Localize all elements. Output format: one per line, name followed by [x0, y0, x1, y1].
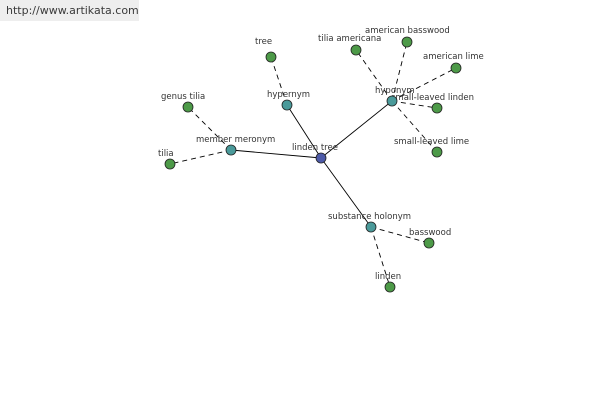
center-node-dot[interactable] [315, 152, 327, 164]
leaf-node-basswood[interactable]: basswood [409, 228, 451, 249]
edge-member-meronym-tilia [169, 149, 232, 165]
relation-node-substance-holonym-label[interactable]: substance holonym [328, 212, 411, 222]
leaf-node-small-leaved-lime-label[interactable]: small-leaved lime [394, 137, 469, 147]
relation-node-member-meronym[interactable]: member meronym [196, 135, 275, 156]
leaf-node-linden-label[interactable]: linden [375, 272, 401, 282]
edge-center-hypernym [286, 104, 322, 159]
leaf-node-tilia-americana-label[interactable]: tilia americana [318, 34, 381, 44]
leaf-node-basswood-label[interactable]: basswood [409, 228, 451, 238]
leaf-node-linden-dot[interactable] [384, 281, 396, 293]
leaf-node-small-leaved-linden-label[interactable]: small-leaved linden [391, 93, 474, 103]
leaf-node-linden[interactable]: linden [375, 272, 401, 293]
relation-node-hypernym-dot[interactable] [281, 99, 293, 111]
leaf-node-american-basswood[interactable]: american basswood [365, 26, 450, 48]
leaf-node-genus-tilia[interactable]: genus tilia [161, 92, 205, 113]
leaf-node-genus-tilia-label[interactable]: genus tilia [161, 92, 205, 102]
edge-center-substance-holonym [320, 157, 372, 228]
edge-substance-holonym-basswood [370, 226, 430, 244]
edge-center-hyponym [320, 100, 393, 159]
leaf-node-small-leaved-lime-dot[interactable] [431, 146, 443, 158]
relation-node-member-meronym-dot[interactable] [225, 144, 237, 156]
edge-hyponym-tilia-americana [355, 49, 393, 102]
leaf-node-tilia-americana-dot[interactable] [350, 44, 362, 56]
relation-node-substance-holonym[interactable]: substance holonym [328, 212, 411, 233]
edge-hyponym-american-lime [391, 67, 457, 102]
leaf-node-tilia[interactable]: tilia [158, 149, 176, 170]
leaf-node-small-leaved-lime[interactable]: small-leaved lime [394, 137, 469, 158]
leaf-node-small-leaved-linden[interactable]: small-leaved linden [391, 93, 474, 114]
relation-node-hypernym-label[interactable]: hypernym [267, 90, 310, 100]
relation-node-substance-holonym-dot[interactable] [365, 221, 377, 233]
center-node-label[interactable]: linden tree [292, 143, 338, 153]
leaf-node-american-lime-dot[interactable] [450, 62, 462, 74]
edge-substance-holonym-linden [370, 226, 391, 288]
leaf-node-tilia-americana[interactable]: tilia americana [318, 34, 381, 56]
edge-hyponym-small-leaved-lime [391, 100, 438, 153]
leaf-node-american-lime[interactable]: american lime [423, 52, 484, 74]
edge-center-member-meronym [230, 149, 322, 159]
leaf-node-tilia-label[interactable]: tilia [158, 149, 174, 159]
leaf-node-tree[interactable]: tree [255, 37, 277, 63]
edge-hyponym-american-basswood [391, 41, 408, 102]
leaf-node-american-basswood-label[interactable]: american basswood [365, 26, 450, 36]
relation-node-member-meronym-label[interactable]: member meronym [196, 135, 275, 145]
leaf-node-tree-dot[interactable] [265, 51, 277, 63]
edge-hyponym-small-leaved-linden [391, 100, 438, 109]
relation-node-hyponym[interactable]: hyponym [375, 86, 415, 107]
url-bar: http://www.artikata.com [0, 0, 139, 21]
leaf-node-tilia-dot[interactable] [164, 158, 176, 170]
leaf-node-american-lime-label[interactable]: american lime [423, 52, 484, 62]
relation-node-hyponym-dot[interactable] [386, 95, 398, 107]
relation-node-hyponym-label[interactable]: hyponym [375, 86, 415, 96]
relation-node-hypernym[interactable]: hypernym [267, 90, 310, 111]
leaf-node-american-basswood-dot[interactable] [401, 36, 413, 48]
center-node[interactable]: linden tree [292, 143, 338, 164]
edge-member-meronym-genus-tilia [187, 106, 232, 151]
leaf-node-basswood-dot[interactable] [423, 237, 435, 249]
leaf-node-tree-label[interactable]: tree [255, 37, 272, 47]
leaf-node-small-leaved-linden-dot[interactable] [431, 102, 443, 114]
site-url[interactable]: http://www.artikata.com [6, 4, 139, 17]
leaf-node-genus-tilia-dot[interactable] [182, 101, 194, 113]
